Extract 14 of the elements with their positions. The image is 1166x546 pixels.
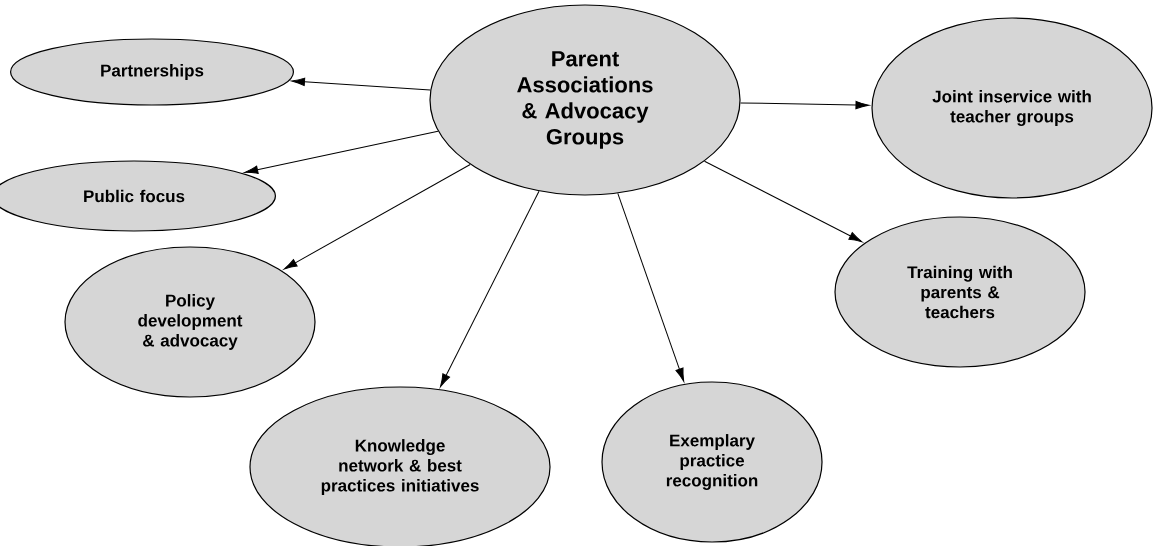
arrow (704, 160, 863, 243)
ellipse-node: Training with parents & teachers (834, 216, 1086, 368)
ellipse-node: Policy development & advocacy (64, 246, 316, 398)
ellipse-node: Knowledge network & best practices initiatives (249, 386, 551, 546)
ellipse-node: Partnerships (10, 38, 295, 106)
arrow (439, 190, 540, 388)
ellipse-node: Joint inservice with teacher groups (871, 17, 1153, 199)
ellipse-node: Parent Associations & Advocacy Groups (429, 4, 741, 196)
arrow (244, 130, 439, 174)
arrow (291, 77, 431, 91)
arrow (740, 100, 870, 110)
ellipse-node: Exemplary practice recognition (601, 381, 823, 543)
arrow (283, 164, 471, 270)
arrow (617, 192, 685, 382)
